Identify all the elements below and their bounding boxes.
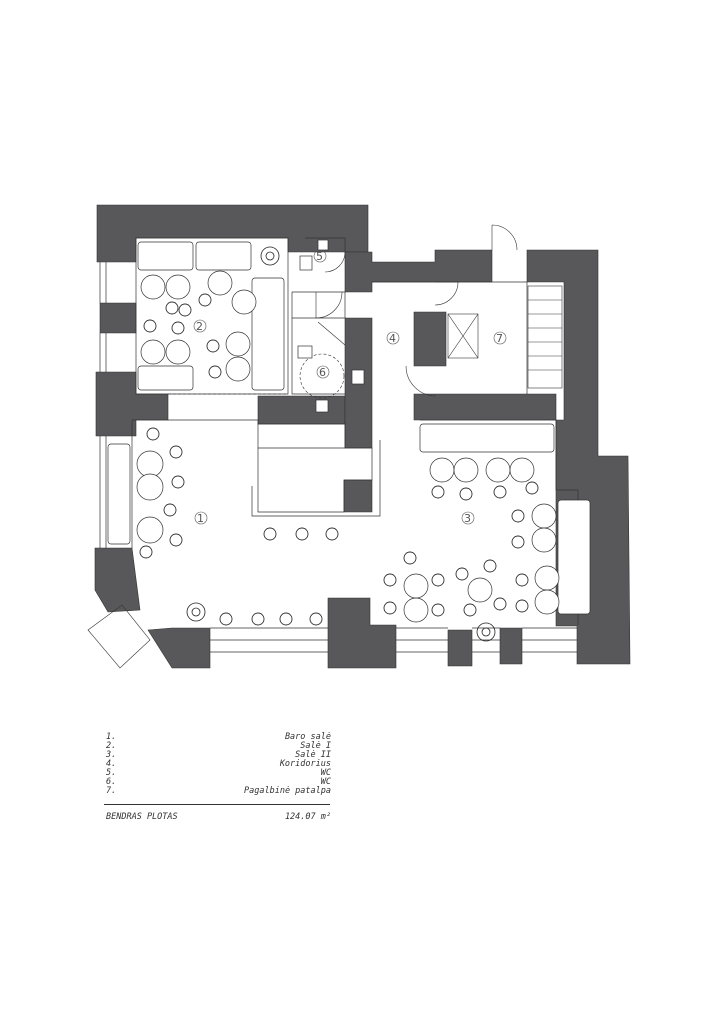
room-2-number: 2 — [196, 320, 203, 333]
room-numbers — [193, 249, 507, 525]
wall-center-column — [257, 395, 346, 425]
tables — [136, 270, 560, 623]
total-area: BENDRAS PLOTAS 124.07 m² — [106, 812, 331, 822]
wall-left-pier-1 — [99, 302, 137, 334]
room-7-number: 7 — [496, 332, 503, 345]
legend-label: Koridorius — [279, 759, 331, 769]
legend-label: Salė I — [300, 741, 331, 751]
legend-num: 2. — [106, 741, 117, 751]
legend-num: 3. — [106, 750, 117, 760]
room-1-number: 1 — [197, 512, 204, 525]
wall-bottom-pier-1 — [327, 597, 397, 669]
legend-label: Salė II — [295, 750, 331, 760]
wall-mid-horizontal — [413, 393, 557, 421]
doors — [87, 224, 518, 669]
legend-row: 5. WC — [106, 769, 331, 778]
wall-corridor-column — [413, 311, 447, 367]
bar-cabinet — [343, 479, 373, 513]
total-area-value: 124.07 m² — [284, 812, 331, 822]
benches — [107, 241, 591, 615]
room-6-number: 6 — [319, 366, 326, 379]
total-area-label: BENDRAS PLOTAS — [106, 812, 178, 822]
wall-bottom-pier-3 — [499, 627, 523, 665]
walls — [94, 204, 631, 669]
legend-num: 7. — [106, 786, 117, 796]
legend-label: Baro salė — [284, 732, 331, 742]
wall-bottom-pier-2 — [447, 629, 473, 667]
wall-left-lower — [94, 547, 141, 613]
chairs — [139, 293, 539, 626]
legend-num: 4. — [106, 759, 117, 769]
wc-fixtures — [297, 239, 365, 413]
stairs — [447, 285, 563, 389]
legend-row: 4. Koridorius — [106, 760, 331, 769]
legend-row: 7. Pagalbinė patalpa — [106, 787, 331, 796]
legend-row: 1. Baro salė — [106, 733, 331, 742]
legend-num: 5. — [106, 768, 117, 778]
plants — [186, 246, 496, 642]
legend-row: 6. WC — [106, 778, 331, 787]
legend-label: Pagalbinė patalpa — [244, 786, 331, 796]
legend-row: 3. Salė II — [106, 751, 331, 760]
room-5-number: 5 — [316, 250, 323, 263]
wall-corridor-top — [344, 249, 493, 293]
room-legend: 1. Baro salė 2. Salė I 3. Salė II 4. Koridor… — [106, 733, 331, 796]
room-3-number: 3 — [464, 512, 471, 525]
legend-label: WC — [320, 768, 331, 778]
legend-num: 1. — [106, 732, 117, 742]
wall-right-upper — [526, 249, 631, 665]
legend-num: 6. — [106, 777, 117, 787]
bar-counter — [251, 423, 381, 517]
legend-divider — [104, 804, 330, 805]
legend-label: WC — [320, 777, 331, 787]
legend-row: 2. Salė I — [106, 742, 331, 751]
room-4-number: 4 — [389, 332, 396, 345]
wall-bottom-left-corner — [147, 627, 211, 669]
